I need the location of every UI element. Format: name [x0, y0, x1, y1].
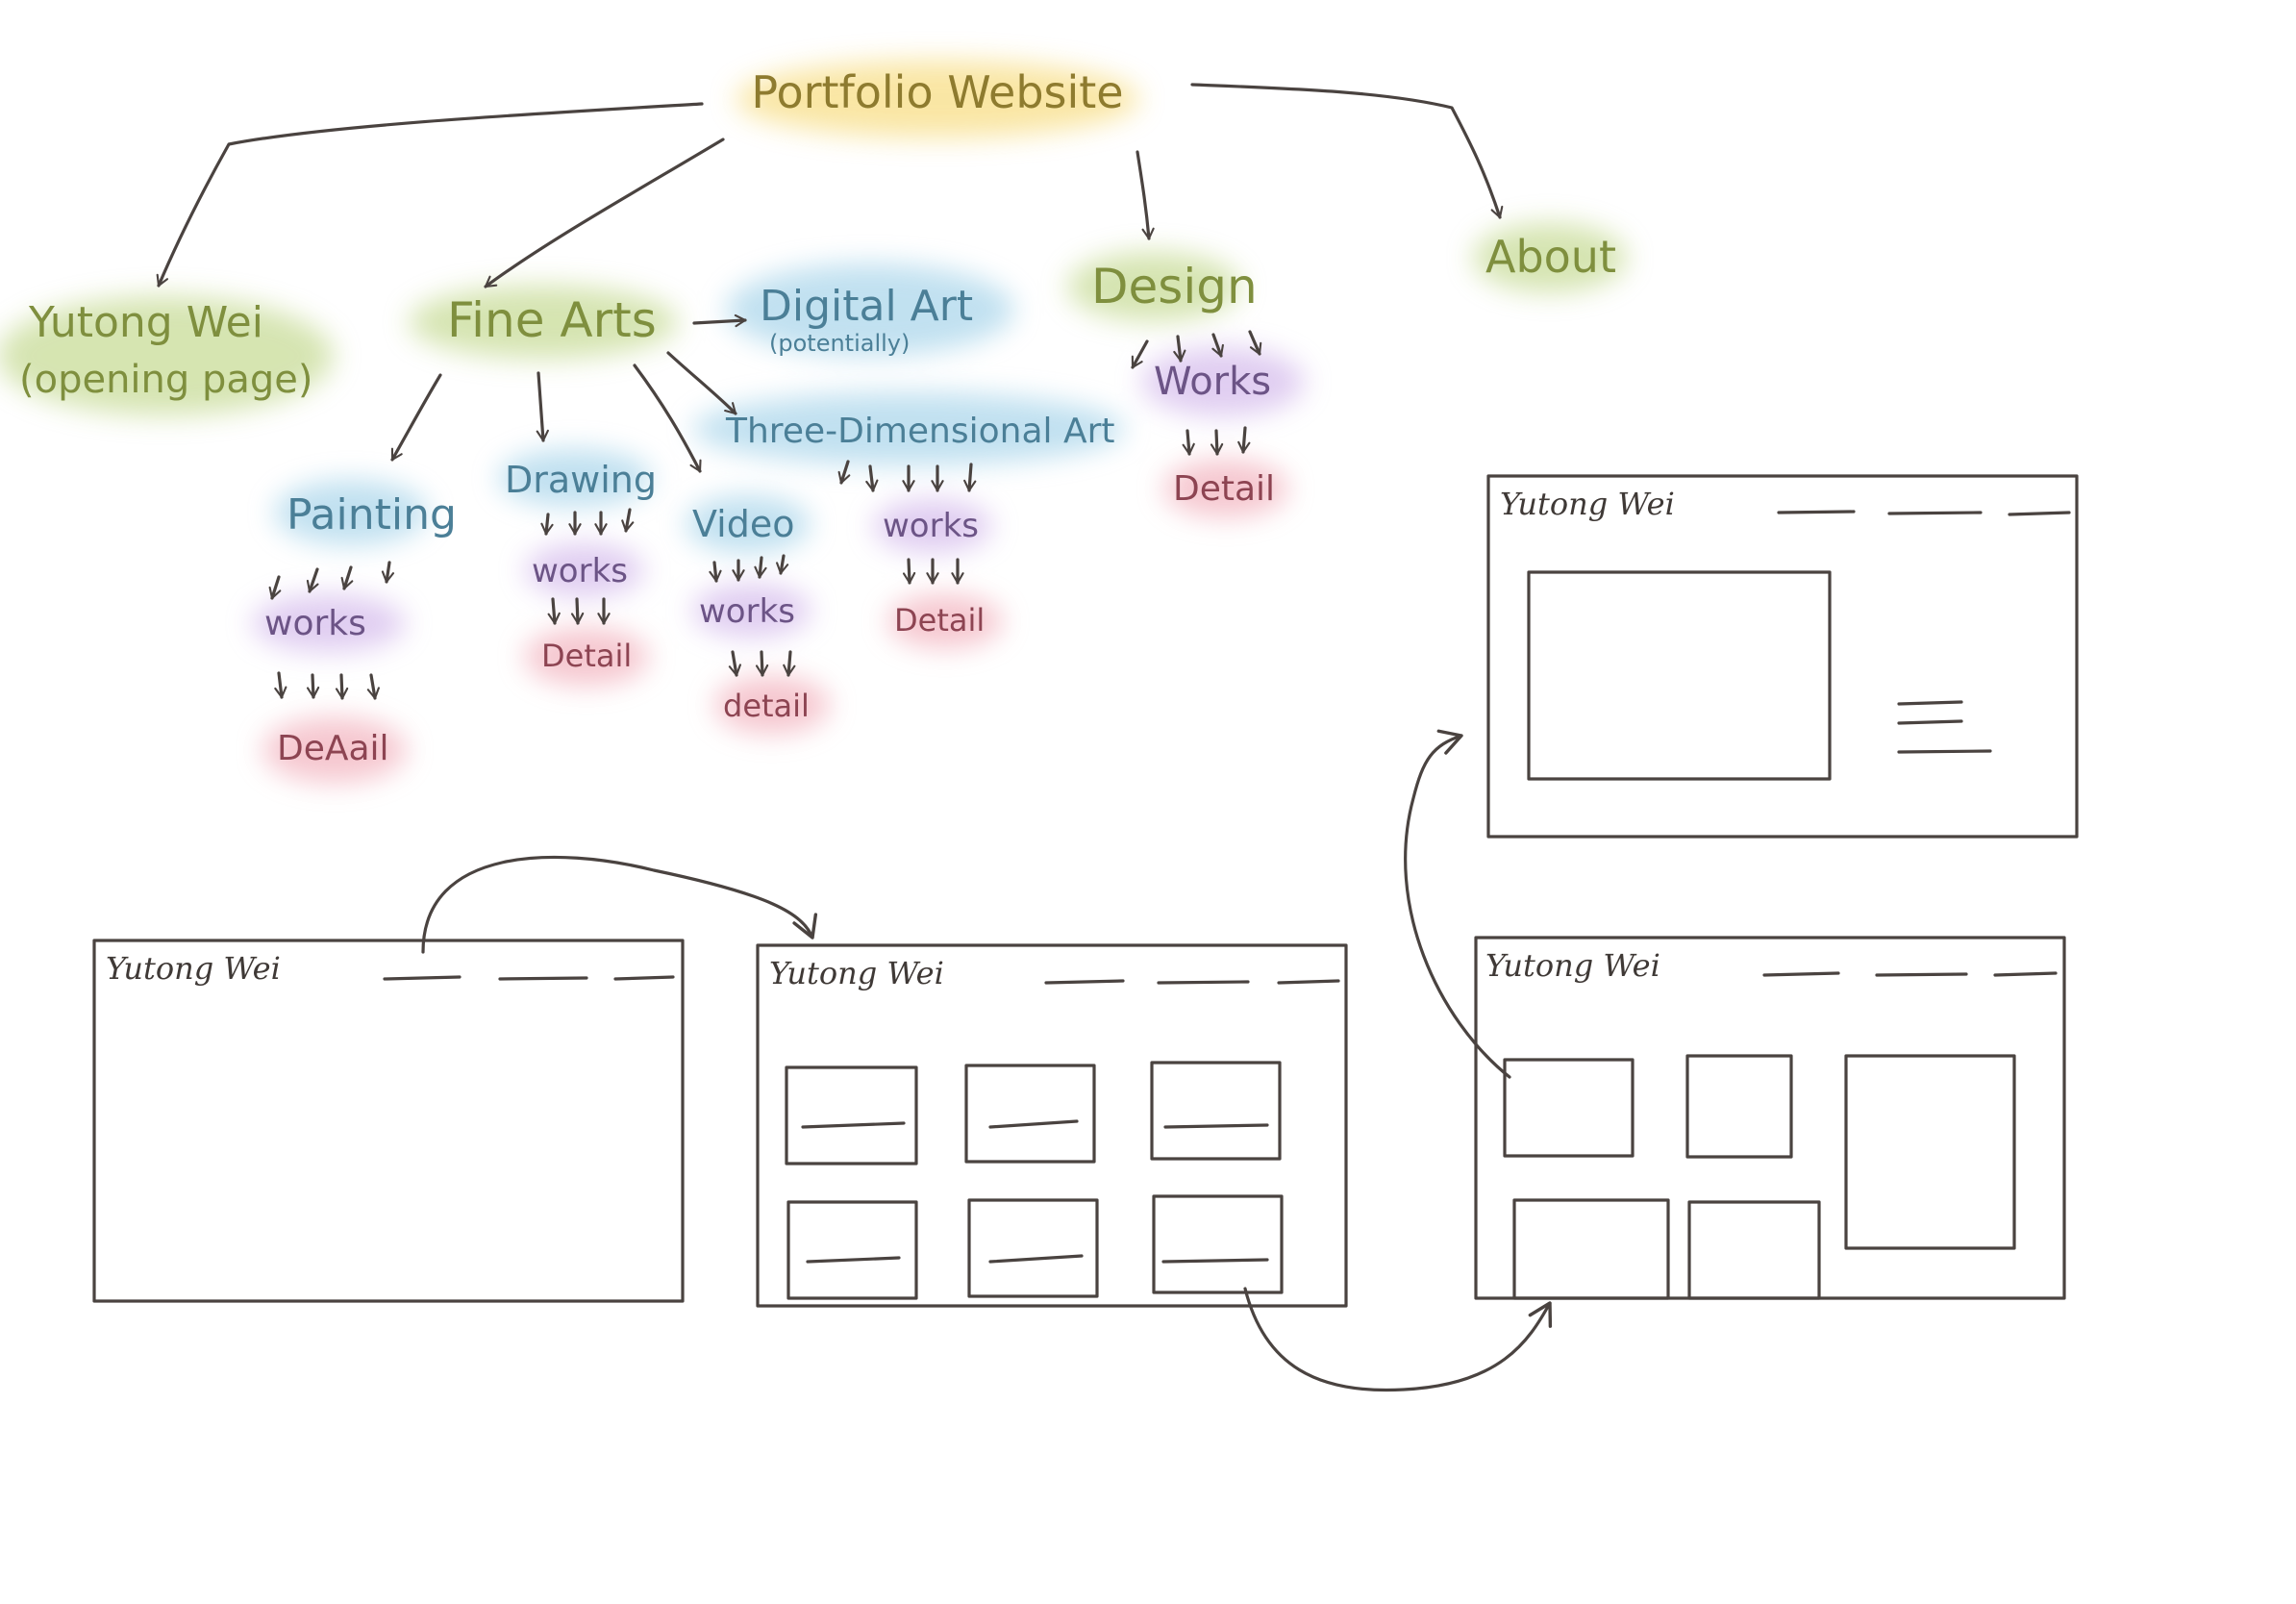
about-label: About [1485, 231, 1616, 283]
grid-thumb-4 [786, 1200, 918, 1300]
wireframe-masonry-nav [1762, 971, 2058, 977]
drawing-label: Drawing [505, 459, 657, 501]
highlight-drawing-detail [524, 628, 649, 686]
opening-page-label-line1: Yutong Wei [28, 298, 263, 347]
digital-art-note: (potentially) [769, 330, 910, 357]
three-d-detail-label: Detail [894, 602, 985, 639]
wireframe-masonry-tiles [1503, 1054, 2016, 1300]
highlight-about [1473, 223, 1627, 292]
arrows-design-works [1131, 330, 1262, 369]
wireframe-grid-thumbnails [785, 1061, 1284, 1300]
highlight-three-d-works [873, 499, 992, 553]
highlight-digital-art [726, 263, 1014, 356]
design-works-label: Works [1154, 360, 1271, 404]
opening-page-label-line2: (opening page) [19, 358, 313, 402]
masonry-tile-1 [1503, 1058, 1635, 1158]
painting-detail-label: DeAail [277, 729, 389, 768]
highlight-opening [0, 296, 334, 415]
wireframe-grid-page: Yutong Wei [756, 943, 1348, 1308]
connector-layer [156, 83, 1504, 700]
highlight-video-detail [714, 676, 830, 734]
highlight-three-d-detail [887, 594, 1003, 648]
arrows-video-works [709, 554, 789, 583]
masonry-tile-3 [1844, 1054, 2016, 1250]
arrow-root-to-fine-arts [484, 138, 725, 288]
highlight-three-d [692, 392, 1125, 465]
highlight-design-detail [1163, 460, 1288, 517]
highlight-drawing [498, 449, 652, 507]
highlight-painting-works [252, 594, 406, 652]
wireframe-masonry-page: Yutong Wei [1474, 936, 2066, 1300]
highlight-painting-detail [262, 717, 407, 783]
design-label: Design [1091, 259, 1258, 314]
flow-masonry-to-detail [1404, 729, 1511, 1079]
highlight-video-works [692, 584, 811, 638]
arrows-drawing-works [540, 508, 635, 536]
highlight-painting [274, 480, 428, 545]
fine-arts-label: Fine Arts [447, 292, 657, 348]
detail-description-lines [1897, 700, 1992, 754]
wireframe-detail-title: Yutong Wei [1500, 486, 1675, 522]
wireframe-opening-nav [383, 975, 675, 981]
video-works-label: works [699, 592, 795, 631]
arrow-root-to-about [1190, 83, 1504, 219]
video-detail-label: detail [723, 688, 810, 724]
arrows-design-detail [1182, 426, 1251, 456]
three-d-works-label: works [883, 507, 979, 545]
root-node-label: Portfolio Website [751, 66, 1123, 118]
arrows-painting-works [268, 561, 395, 600]
drawing-detail-label: Detail [541, 638, 632, 674]
flow-grid-to-masonry [1243, 1287, 1553, 1392]
design-detail-label: Detail [1173, 469, 1275, 509]
video-label: Video [692, 503, 794, 545]
highlight-design-works [1141, 347, 1305, 416]
wireframe-masonry-title: Yutong Wei [1485, 947, 1660, 984]
masonry-tile-4 [1512, 1198, 1670, 1300]
painting-works-label: works [264, 604, 366, 643]
arrow-root-to-design [1136, 150, 1155, 240]
arrows-painting-detail [274, 671, 380, 700]
wireframe-flow-arrows [421, 729, 1553, 1392]
painting-label: Painting [287, 490, 457, 539]
wireframe-grid-title: Yutong Wei [769, 955, 944, 991]
arrow-fine-arts-to-drawing [536, 371, 549, 442]
highlight-design [1067, 252, 1240, 321]
highlight-root [736, 61, 1139, 138]
arrows-video-detail [728, 650, 796, 677]
wireframe-grid-nav [1044, 979, 1340, 985]
arrow-fine-arts-to-painting [390, 373, 442, 462]
wireframe-detail-nav [1777, 510, 2071, 516]
highlight-layer [0, 61, 1627, 783]
arrows-three-d-detail [902, 558, 964, 585]
drawing-works-label: works [532, 552, 628, 590]
grid-thumb-5 [967, 1198, 1099, 1298]
detail-artwork-frame [1527, 570, 1832, 781]
arrow-root-to-opening [156, 102, 704, 288]
highlight-video [686, 495, 811, 553]
arrows-three-d-works [837, 460, 977, 492]
three-d-label: Three-Dimensional Art [725, 412, 1115, 451]
arrow-fine-arts-to-video [633, 363, 702, 473]
digital-art-label: Digital Art [760, 282, 973, 331]
grid-thumb-2 [964, 1064, 1096, 1164]
highlight-fine-arts [409, 286, 678, 359]
arrow-fine-arts-to-digital [692, 313, 747, 328]
wireframe-detail-page: Yutong Wei [1486, 474, 2079, 839]
wireframe-opening-page: Yutong Wei [92, 939, 685, 1303]
highlight-drawing-works [525, 543, 644, 597]
wireframe-opening-title: Yutong Wei [106, 950, 281, 987]
label-layer: Portfolio Website Yutong Wei (opening pa… [19, 66, 1616, 768]
grid-thumb-3 [1150, 1061, 1282, 1161]
flow-opening-to-grid [421, 855, 818, 954]
arrow-fine-arts-to-three-d [666, 351, 737, 415]
masonry-tile-5 [1687, 1200, 1821, 1300]
arrows-drawing-detail [547, 597, 611, 625]
masonry-tile-2 [1685, 1054, 1793, 1159]
grid-thumb-1 [785, 1065, 918, 1165]
grid-thumb-6 [1152, 1194, 1284, 1294]
